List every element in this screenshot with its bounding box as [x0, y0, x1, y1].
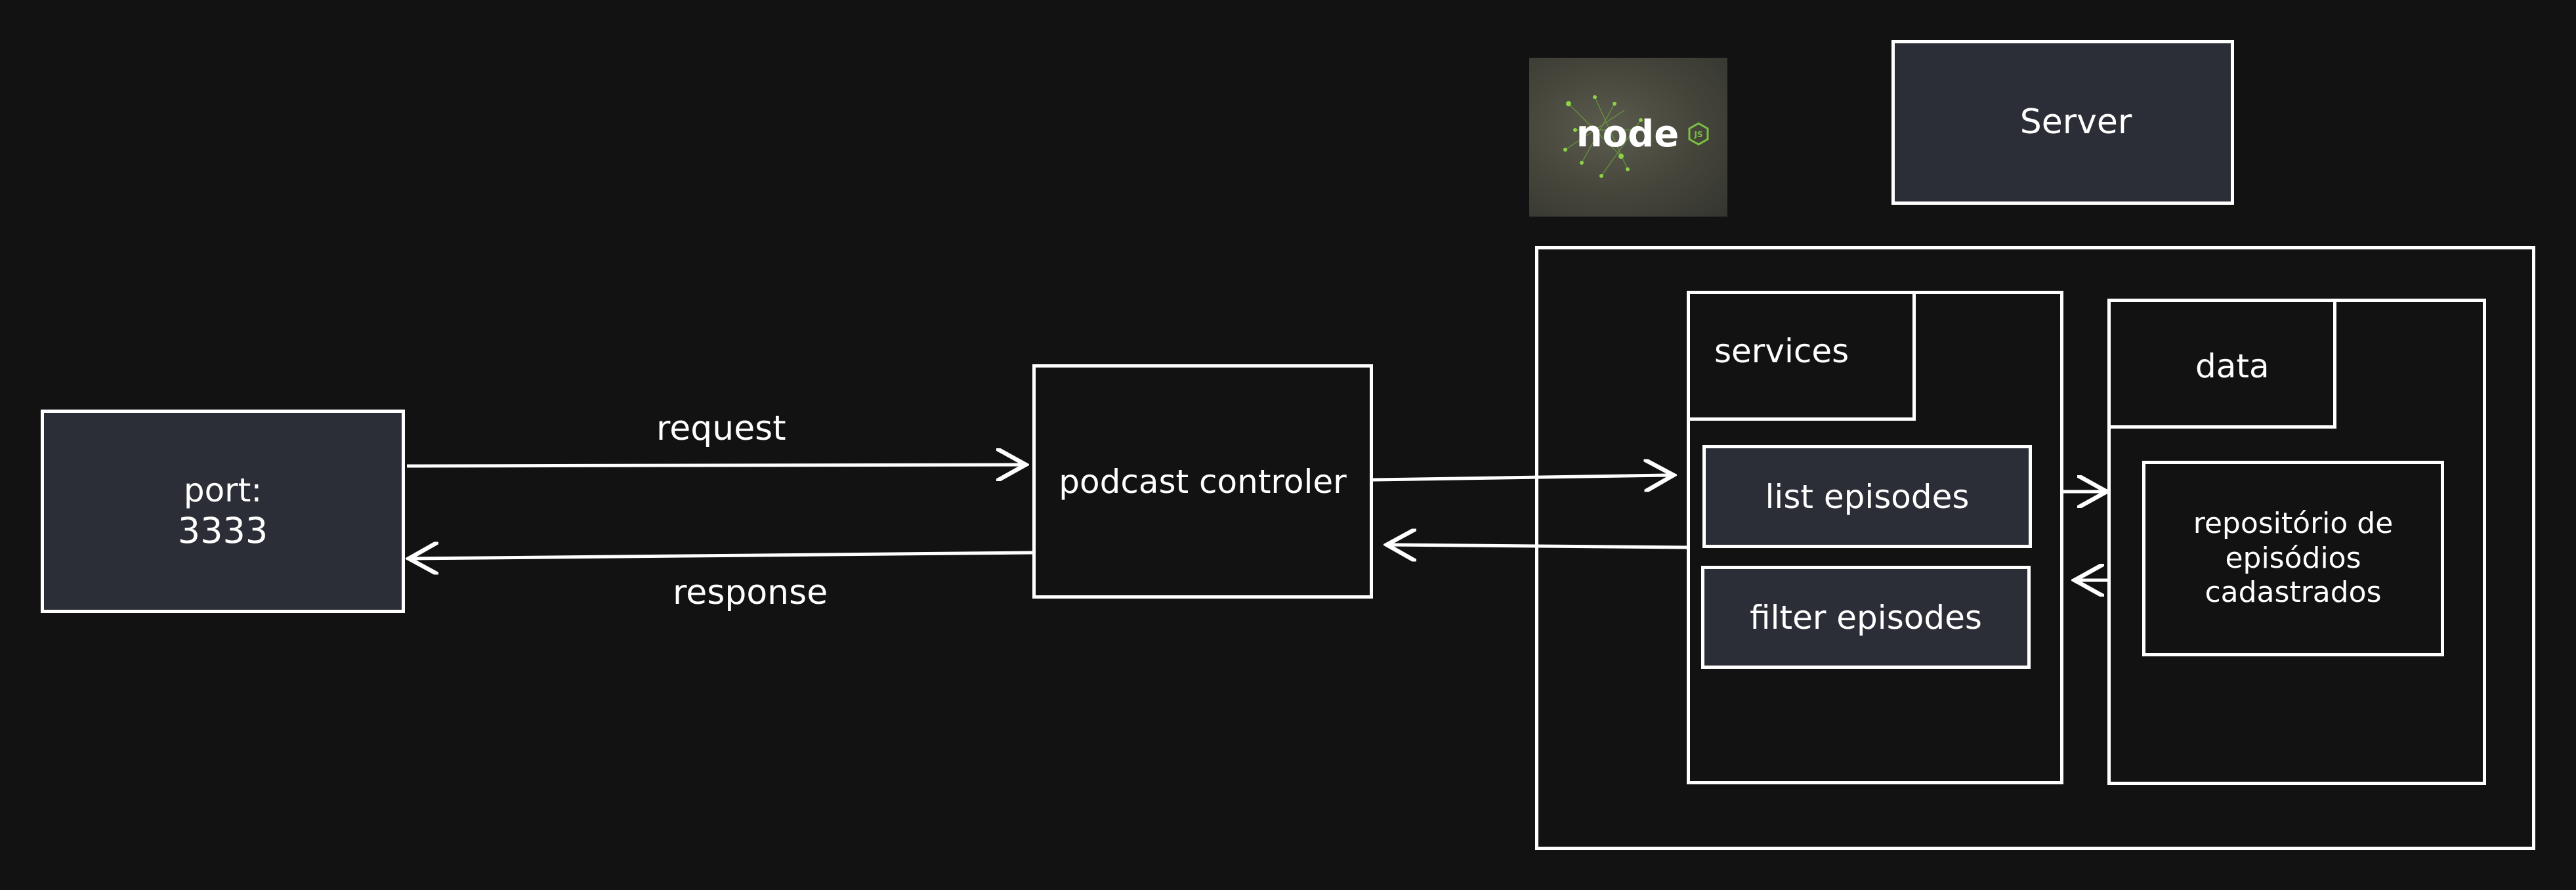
server-label: Server: [2019, 102, 2132, 142]
port-label: port:: [183, 471, 263, 509]
services-item-filter-episodes: filter episodes: [1701, 566, 2031, 669]
list-episodes-label: list episodes: [1765, 477, 1970, 516]
services-container: [1687, 291, 2063, 784]
server-box: Server: [1891, 40, 2234, 205]
port-box: port: 3333: [41, 410, 405, 613]
nodejs-logo: node JS: [1529, 58, 1727, 217]
nodejs-badge: JS: [1693, 130, 1702, 139]
services-item-list-episodes: list episodes: [1702, 445, 2032, 548]
repository-line-2: episódios: [2225, 541, 2361, 575]
controller-label: podcast controler: [1059, 462, 1347, 501]
services-tab-label: services: [1714, 332, 1849, 370]
repository-line-1: repositório de: [2193, 506, 2394, 540]
data-tab: [2107, 299, 2336, 429]
response-label: response: [673, 573, 828, 612]
response-arrow: [412, 553, 1033, 559]
request-label: request: [656, 409, 786, 448]
repository-line-3: cadastrados: [2205, 576, 2382, 610]
services-tab: [1687, 291, 1916, 421]
data-tab-label: data: [2195, 347, 2270, 385]
nodejs-logo-graphic: node JS: [1563, 95, 1709, 178]
port-number: 3333: [177, 509, 268, 551]
nodejs-wordmark: node: [1576, 113, 1679, 156]
podcast-controller-box: podcast controler: [1032, 364, 1373, 599]
request-arrow: [406, 465, 1023, 466]
filter-episodes-label: filter episodes: [1750, 598, 1982, 637]
data-container: [2107, 299, 2486, 785]
repository-box: repositório de episódios cadastrados: [2142, 461, 2444, 656]
